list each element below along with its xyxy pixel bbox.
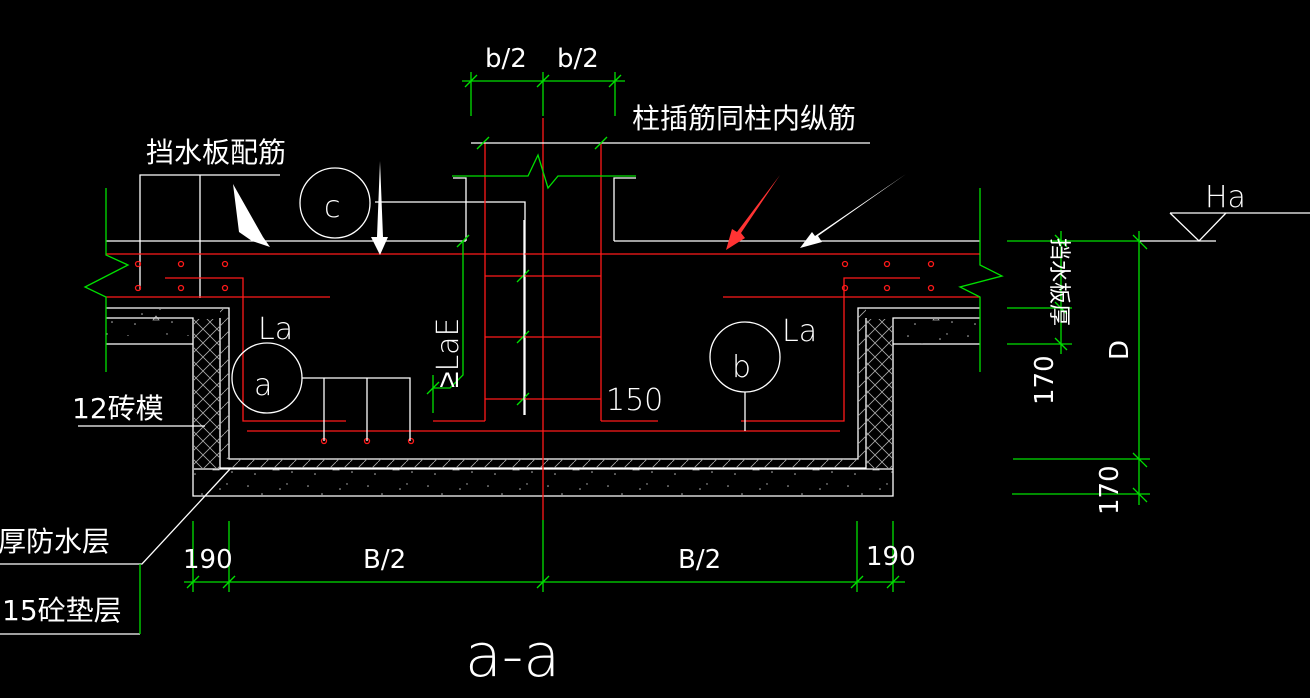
dim-b-half-right: b/2 [557, 44, 599, 74]
baffle-rebar-label: 挡水板配筋 [146, 136, 286, 169]
red-arrow [726, 175, 780, 250]
la-left-label: La [258, 312, 293, 347]
baffle-thickness-label: 挡水板厚 [1046, 238, 1071, 326]
white-arrow-down [371, 161, 388, 255]
marker-b: b [709, 321, 781, 431]
cushion-label: 15砼垫层 [2, 594, 122, 627]
la-right-label: La [782, 314, 817, 349]
marker-c-label: c [324, 190, 341, 225]
dim-wall-left: 190 [183, 545, 233, 575]
white-arrow-left [233, 184, 270, 247]
rebar-dots-left [134, 260, 229, 292]
waterproof-label: 厚防水层 [0, 525, 110, 558]
dimension-lines [83, 72, 1150, 592]
dim-B-half-right: B/2 [678, 545, 721, 575]
elevation-marker: Ha [1140, 180, 1310, 242]
anchorage-lae-label: ≥LaE [431, 317, 466, 388]
marker-a-label: a [254, 368, 272, 403]
section-title: a-a [465, 621, 560, 691]
slab-outline [106, 174, 980, 415]
dim-depth: D [1105, 340, 1135, 360]
marker-b-label: b [732, 350, 751, 385]
rebar [106, 118, 980, 520]
dim-b-half-left: b/2 [485, 44, 527, 74]
column-dowel-label: 柱插筋同柱内纵筋 [632, 102, 856, 135]
label-box [0, 468, 231, 635]
marker-c: c [299, 167, 371, 239]
dim-B-half-left: B/2 [363, 545, 406, 575]
rebar-dots-right [841, 260, 935, 292]
brick-form-label: 12砖模 [72, 392, 164, 425]
marker-a: a [231, 342, 411, 441]
dim-wall-right: 190 [866, 542, 916, 572]
dim-depth-part: 170 [1030, 355, 1060, 405]
spacing-150-label: 150 [606, 383, 663, 418]
white-arrow-right [800, 174, 906, 248]
elevation-label: Ha [1205, 180, 1246, 215]
arrows [233, 161, 906, 255]
dim-bottom-thickness: 170 [1095, 465, 1125, 515]
